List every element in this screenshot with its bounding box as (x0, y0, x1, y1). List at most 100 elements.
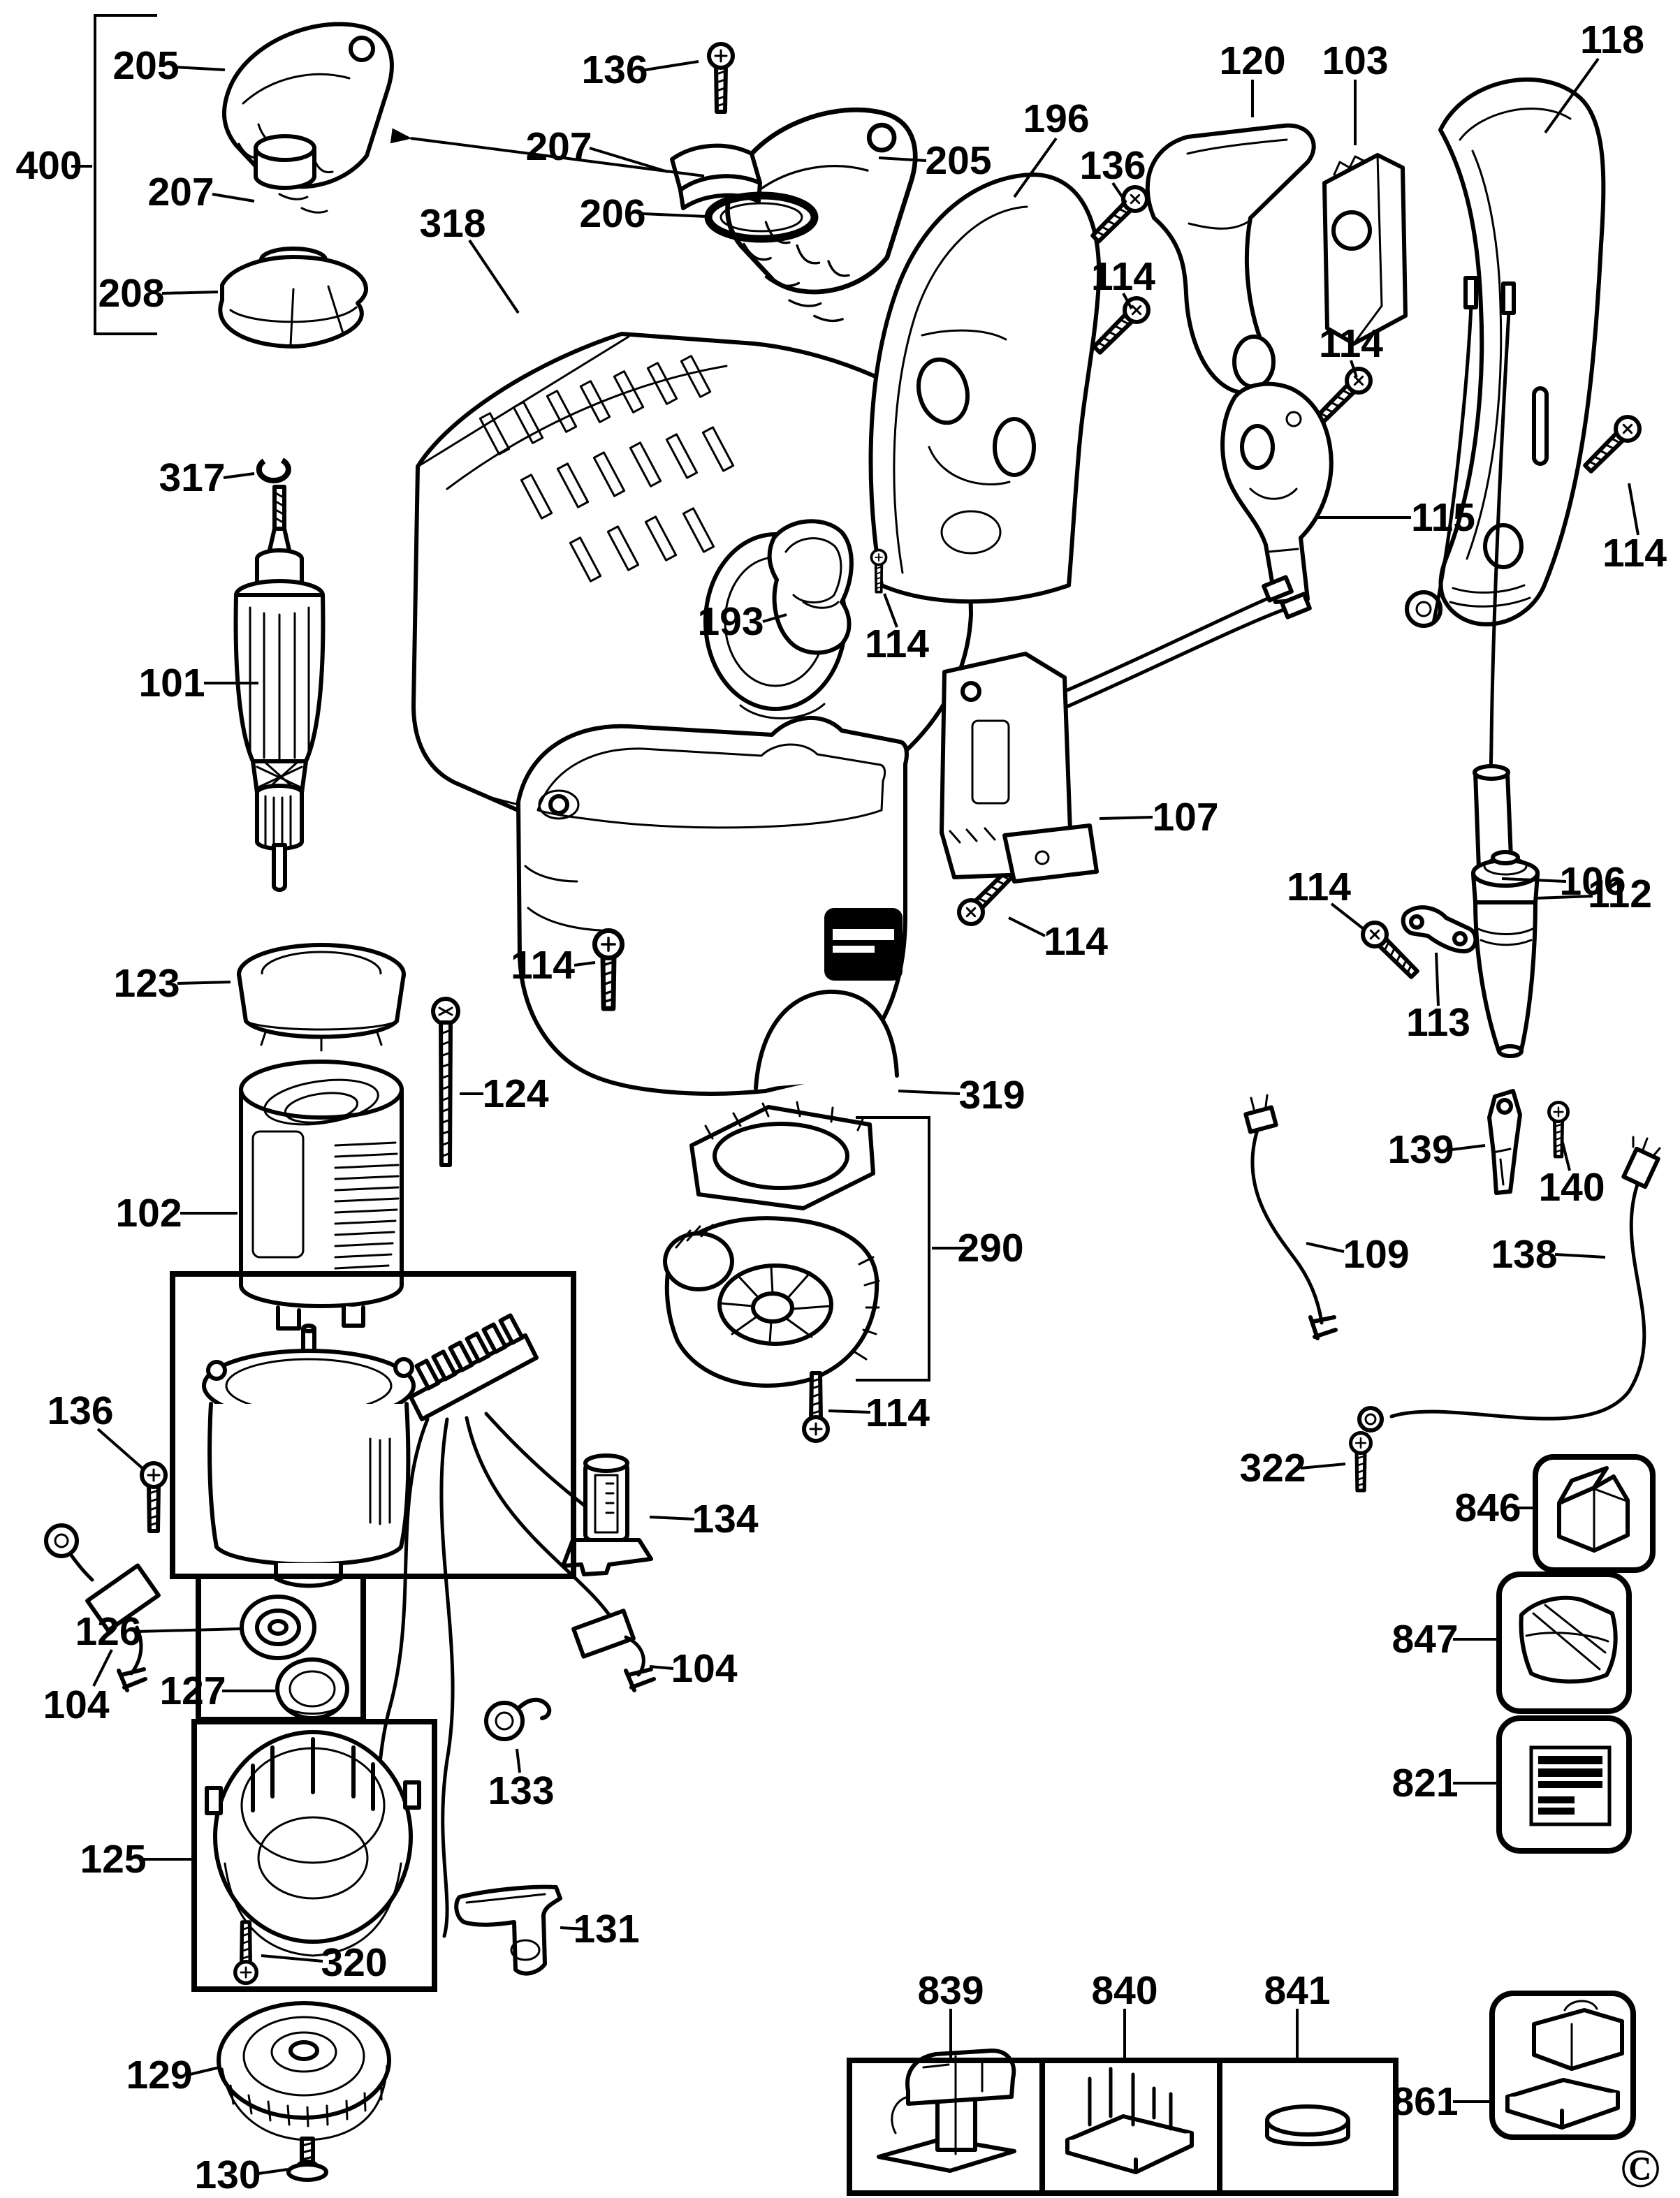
part-label-107: 107 (1152, 795, 1218, 840)
part-label-102: 102 (115, 1191, 182, 1236)
part-label-841: 841 (1264, 1968, 1330, 2013)
leader-136-3 (96, 1428, 145, 1471)
part-101-armature (233, 485, 326, 892)
leader-205-2 (878, 156, 927, 162)
leader-207-2 (589, 147, 669, 173)
part-label-124: 124 (482, 1071, 548, 1116)
part-label-318: 318 (419, 201, 485, 246)
part-label-130: 130 (194, 2153, 261, 2197)
kit-839-tool-icon (877, 2049, 1016, 2173)
leader-114-7 (1330, 902, 1365, 930)
leader-130 (258, 2168, 288, 2175)
group-box-kit-821 (1496, 1715, 1632, 1854)
part-label-114-3: 114 (1602, 531, 1667, 576)
leader-136-2 (1111, 182, 1127, 204)
leader-114-6 (574, 961, 596, 967)
part-label-123: 123 (113, 961, 180, 1006)
kit-861-case-icon (1505, 2000, 1624, 2130)
part-206-o-ring (704, 191, 819, 243)
part-label-290: 290 (957, 1226, 1023, 1270)
leader-126 (136, 1627, 242, 1633)
part-label-129: 129 (126, 2053, 192, 2097)
part-label-207-2: 207 (525, 124, 592, 169)
part-label-126: 126 (75, 1609, 141, 1654)
part-112-cord-protector (1471, 850, 1540, 1058)
screw-114-inducer (804, 1373, 828, 1441)
leader-123 (177, 981, 231, 985)
group-box-endcap-group (191, 1719, 437, 1992)
part-205-nose-cap-middle (727, 110, 915, 321)
part-label-114-4: 114 (865, 622, 929, 666)
part-label-136-3: 136 (47, 1389, 113, 1433)
leader-134 (649, 1516, 695, 1521)
part-label-138: 138 (1491, 1232, 1557, 1277)
leader-114-5 (1008, 916, 1046, 937)
part-208-retainer-disc (218, 247, 368, 349)
part-label-112: 112 (1588, 872, 1652, 916)
leader-129 (189, 2066, 220, 2076)
leader-207-1 (212, 193, 255, 203)
leader-322 (1300, 1463, 1346, 1470)
group-box-kit-841 (1217, 2058, 1398, 2196)
bracket-290 (856, 1116, 930, 1382)
part-label-118: 118 (1580, 17, 1644, 62)
leader-107 (1099, 816, 1153, 820)
part-label-125: 125 (80, 1837, 146, 1882)
part-131-clip-bracket (454, 1884, 562, 1976)
part-126-bearing (240, 1595, 316, 1660)
leader-193 (762, 613, 787, 623)
group-box-kit-846 (1533, 1454, 1656, 1573)
part-label-322: 322 (1239, 1446, 1306, 1490)
leader-320 (261, 1954, 323, 1963)
part-103-switch-block (1322, 153, 1408, 346)
leader-131 (560, 1926, 586, 1930)
part-label-136-2: 136 (1079, 143, 1146, 188)
part-label-113: 113 (1406, 1000, 1470, 1045)
leader-109 (1306, 1242, 1345, 1253)
leader-104-2 (649, 1665, 674, 1670)
part-label-103: 103 (1322, 38, 1388, 83)
part-label-207-1: 207 (147, 170, 214, 214)
leader-114-4 (883, 593, 898, 628)
part-label-114-7: 114 (1287, 865, 1351, 909)
part-207-cushion-left (254, 134, 316, 190)
leader-118 (1544, 57, 1600, 134)
part-label-133: 133 (488, 1768, 554, 1813)
part-label-821: 821 (1392, 1761, 1458, 1805)
part-label-847: 847 (1392, 1617, 1458, 1662)
part-193-boot (767, 519, 854, 655)
part-118-handle-cover (1438, 77, 1606, 627)
part-124-long-screw (431, 997, 460, 1167)
leader-140 (1561, 1139, 1571, 1171)
leader-106 (1501, 877, 1567, 883)
part-label-106: 106 (1559, 859, 1626, 904)
part-133-spring-clip (484, 1697, 552, 1741)
part-317-retaining-ring (256, 457, 291, 484)
part-113-cord-clamp (1401, 905, 1478, 953)
part-319-motor-housing (516, 716, 909, 1096)
part-armature-motor-pot (202, 1324, 416, 1588)
part-107-switch (940, 575, 1312, 884)
leader-317 (223, 472, 255, 479)
part-label-839: 839 (917, 1968, 984, 2013)
part-label-114-8: 114 (865, 1391, 930, 1435)
leader-114-8 (828, 1409, 871, 1414)
part-label-205-1: 205 (112, 43, 179, 88)
leader-114-3 (1628, 483, 1639, 536)
kit-821-label-icon (1529, 1745, 1612, 1826)
part-label-320: 320 (321, 1940, 387, 1985)
part-label-140: 140 (1538, 1165, 1605, 1210)
kit-846-box-icon (1557, 1466, 1630, 1553)
leader-318 (468, 239, 520, 314)
part-label-131: 131 (573, 1907, 639, 1951)
leader-196 (1013, 137, 1058, 198)
leader-139 (1451, 1144, 1486, 1151)
part-label-120: 120 (1219, 38, 1285, 83)
part-290-retainer-plate (689, 1101, 875, 1210)
part-label-114-5: 114 (1044, 919, 1108, 964)
screw-114-handle (1579, 412, 1644, 477)
part-104-brush-left (44, 1523, 161, 1692)
part-104-brush-right (571, 1609, 656, 1692)
copyright-mark: © (1620, 2138, 1660, 2198)
